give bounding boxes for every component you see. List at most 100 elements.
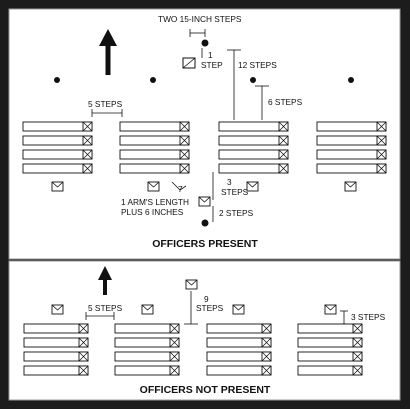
rank-x-mark	[278, 163, 289, 174]
guidon-icon	[51, 304, 64, 315]
officers-not-present-panel: 5 STEPS 9 STEPS 3 STEPS OFFICERS NOT PRE…	[8, 260, 401, 401]
officers-present-panel: TWO 15-INCH STEPS 1 STEP 12 STEPS 6 STEP…	[8, 8, 401, 260]
rank-x-mark	[179, 149, 190, 160]
rank-x-mark	[179, 121, 190, 132]
rank-x-mark	[261, 365, 272, 376]
arms-length-marker	[171, 181, 187, 191]
nine-steps-number: 9	[204, 294, 209, 304]
rank-bar	[23, 337, 89, 348]
rank-x-mark	[78, 351, 89, 362]
five-steps-label: 5 STEPS	[88, 303, 123, 313]
rank-bar	[206, 365, 272, 376]
rank-bar	[114, 365, 180, 376]
commander-officer-icon	[201, 39, 209, 47]
rank-x-mark	[352, 351, 363, 362]
guidon-icon	[246, 181, 259, 192]
rank-x-mark	[82, 149, 93, 160]
rank-bar	[218, 149, 289, 160]
rank-bar	[119, 163, 190, 174]
two-steps-small-label: 2 STEPS	[219, 208, 254, 218]
three-steps-label: 3 STEPS	[351, 312, 386, 322]
rank-bar	[297, 351, 363, 362]
arms-length-label-2: PLUS 6 INCHES	[121, 207, 184, 217]
rank-x-mark	[352, 365, 363, 376]
rank-x-mark	[169, 365, 180, 376]
rank-x-mark	[179, 163, 190, 174]
rank-bar	[119, 135, 190, 146]
rank-bar	[316, 149, 387, 160]
rank-x-mark	[82, 163, 93, 174]
rank-bar	[297, 337, 363, 348]
rank-bar	[316, 121, 387, 132]
platoon-officer-icon	[54, 77, 60, 83]
guidon-icon	[344, 181, 357, 192]
six-steps-label: 6 STEPS	[268, 97, 303, 107]
rank-bar	[114, 351, 180, 362]
platoon-officer-icon	[250, 77, 256, 83]
guidon-icon	[51, 181, 64, 192]
guidon-icon	[185, 279, 198, 290]
guidon-icon	[141, 304, 154, 315]
officers-present-caption: OFFICERS PRESENT	[152, 238, 258, 250]
rank-x-mark	[78, 365, 89, 376]
direction-arrow-icon	[98, 266, 112, 295]
rank-x-mark	[261, 323, 272, 334]
rank-x-mark	[78, 337, 89, 348]
rank-x-mark	[82, 135, 93, 146]
rank-x-mark	[376, 149, 387, 160]
platoon-officer-icon	[348, 77, 354, 83]
rank-x-mark	[376, 163, 387, 174]
guidon-icon	[198, 196, 211, 207]
rank-bar	[22, 135, 93, 146]
bottom-platoon-ranks	[23, 323, 363, 376]
rank-bar	[22, 163, 93, 174]
rank-bar	[218, 135, 289, 146]
rank-bar	[114, 337, 180, 348]
rank-x-mark	[169, 351, 180, 362]
guidon-icon	[232, 304, 245, 315]
three-steps-number: 3	[227, 177, 232, 187]
rank-bar	[23, 323, 89, 334]
nine-steps-label: STEPS	[196, 303, 224, 313]
commander-officer-icon	[201, 219, 209, 227]
rank-bar	[206, 323, 272, 334]
rank-x-mark	[169, 323, 180, 334]
rank-bar	[23, 365, 89, 376]
rank-bar	[206, 351, 272, 362]
rank-bar	[297, 365, 363, 376]
three-steps-label: STEPS	[221, 187, 249, 197]
rank-bar	[218, 121, 289, 132]
rank-bar	[218, 163, 289, 174]
direction-arrow-icon	[99, 29, 117, 75]
rank-x-mark	[278, 135, 289, 146]
rank-x-mark	[78, 323, 89, 334]
rank-x-mark	[376, 121, 387, 132]
guidon-icon	[147, 181, 160, 192]
rank-bar	[316, 135, 387, 146]
rank-x-mark	[278, 121, 289, 132]
rank-bar	[22, 149, 93, 160]
rank-x-mark	[179, 135, 190, 146]
rank-bar	[316, 163, 387, 174]
rank-x-mark	[352, 323, 363, 334]
rank-x-mark	[169, 337, 180, 348]
rank-bar	[22, 121, 93, 132]
guidon-icon	[324, 304, 337, 315]
rank-bar	[114, 323, 180, 334]
top-platoon-ranks	[22, 121, 387, 174]
rank-bar	[23, 351, 89, 362]
rank-x-mark	[278, 149, 289, 160]
one-step-number: 1	[208, 50, 213, 60]
rank-x-mark	[352, 337, 363, 348]
rank-bar	[119, 149, 190, 160]
five-steps-label: 5 STEPS	[88, 99, 123, 109]
one-step-label: STEP	[201, 60, 223, 70]
rank-x-mark	[376, 135, 387, 146]
officers-not-present-caption: OFFICERS NOT PRESENT	[140, 384, 271, 396]
rank-x-mark	[82, 121, 93, 132]
rank-x-mark	[261, 351, 272, 362]
rank-x-mark	[261, 337, 272, 348]
rank-bar	[119, 121, 190, 132]
rank-bar	[206, 337, 272, 348]
arms-length-number: 7	[178, 184, 183, 194]
